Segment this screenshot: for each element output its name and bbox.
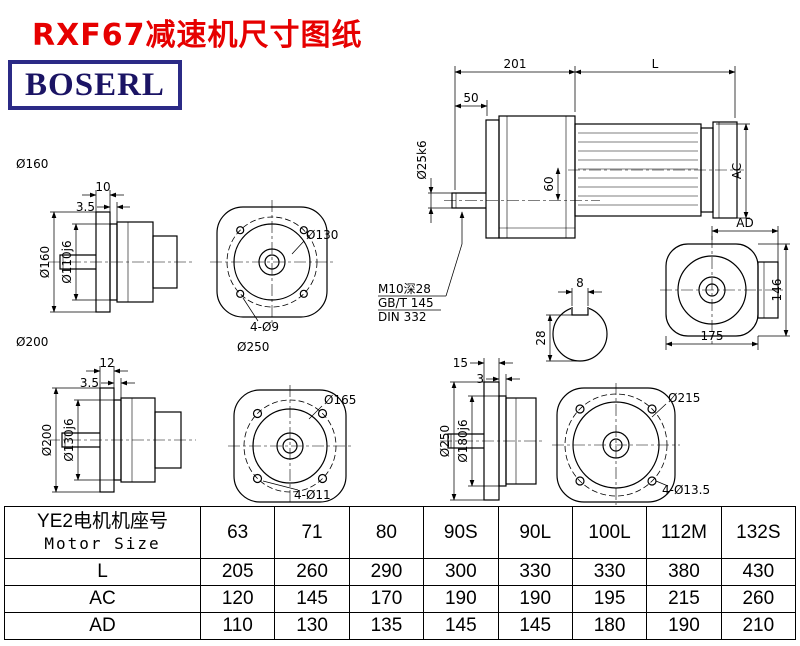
cell-AC-6: 215	[646, 585, 722, 613]
cell-AD-3: 145	[423, 612, 499, 640]
main-assembly-view: 201 L 50 Ø25k6 60 AC	[415, 57, 750, 239]
table-row-AD: AD 110 130 135 145 145 180 190 210	[4, 612, 797, 640]
dim-175-label: 175	[701, 329, 724, 343]
cell-AC-2: 170	[348, 585, 425, 613]
motor-size-header: YE2电机机座号 Motor Size	[4, 506, 201, 559]
cell-AD-4: 145	[497, 612, 573, 640]
flange250-label: Ø250	[237, 340, 269, 354]
cell-AD-0: 110	[199, 612, 276, 640]
flange160-od-label: Ø160	[38, 246, 52, 278]
cell-AD-5: 180	[571, 612, 648, 640]
cell-L-6: 380	[646, 558, 722, 586]
cell-L-5: 330	[571, 558, 648, 586]
flange160-thickness-label: 10	[95, 180, 110, 194]
motor-size-90L: 90L	[497, 506, 573, 559]
flange200-group: Ø200 12 3.5 Ø200 Ø130j6	[16, 335, 356, 505]
boserl-logo: BOSERL	[8, 60, 182, 110]
dim-201-label: 201	[504, 57, 527, 71]
cell-AD-2: 135	[348, 612, 425, 640]
rear-view: AD 146 175	[660, 216, 790, 350]
cell-AC-3: 190	[423, 585, 499, 613]
cell-AD-1: 130	[274, 612, 350, 640]
motor-size-132S: 132S	[720, 506, 797, 559]
cell-L-1: 260	[274, 558, 350, 586]
dim-60-label: 60	[542, 176, 556, 191]
cell-AC-5: 195	[571, 585, 648, 613]
motor-size-63: 63	[199, 506, 276, 559]
motor-size-71: 71	[274, 506, 350, 559]
dim-AC-label: AC	[730, 163, 744, 179]
motor-size-100L: 100L	[571, 506, 648, 559]
row-label-AC: AC	[4, 585, 201, 613]
flange160-group: Ø160 10 3.5 Ø160 Ø110j6	[16, 157, 338, 334]
flange250-thickness-label: 15	[453, 356, 468, 370]
table-row-AC: AC 120 145 170 190 190 195 215 260	[4, 585, 797, 613]
tap-note-line3: DIN 332	[378, 310, 426, 324]
keyway-width-label: 8	[576, 276, 584, 290]
cell-AD-7: 210	[720, 612, 797, 640]
dim-L-label: L	[652, 57, 659, 71]
flange200-spigot-label: Ø130j6	[62, 418, 76, 461]
table-header-row: YE2电机机座号 Motor Size 63 71 80 90S 90L 100…	[4, 506, 797, 559]
dimension-drawing: 201 L 50 Ø25k6 60 AC M10深28 GB/T 145 DIN…	[16, 57, 790, 505]
flange160-boltcircle-label: Ø130	[306, 228, 338, 242]
cell-AC-1: 145	[274, 585, 350, 613]
cell-AC-4: 190	[497, 585, 573, 613]
dimension-table: YE2电机机座号 Motor Size 63 71 80 90S 90L 100…	[4, 506, 797, 640]
motor-size-80: 80	[348, 506, 425, 559]
flange250-group: Ø250 15 3 Ø250 Ø180j6	[237, 340, 710, 505]
flange200-holes-label: 4-Ø11	[294, 488, 331, 502]
flange200-step-label: 3.5	[80, 376, 99, 390]
cell-L-0: 205	[199, 558, 276, 586]
cell-AC-0: 120	[199, 585, 276, 613]
dim-146-label: 146	[770, 279, 784, 302]
cell-L-3: 300	[423, 558, 499, 586]
logo-text: BOSERL	[25, 66, 165, 103]
cell-L-4: 330	[497, 558, 573, 586]
flange200-thickness-label: 12	[99, 356, 114, 370]
flange250-step-label: 3	[476, 372, 484, 386]
cell-L-7: 430	[720, 558, 797, 586]
motor-size-90S: 90S	[423, 506, 499, 559]
dim-AD-label: AD	[736, 216, 753, 230]
tap-note-line1: M10深28	[378, 282, 431, 296]
dim-shaft-dia-label: Ø25k6	[415, 140, 429, 179]
cell-L-2: 290	[348, 558, 425, 586]
dim-50-label: 50	[463, 91, 478, 105]
flange250-boltcircle-label: Ø215	[668, 391, 700, 405]
cell-AD-6: 190	[646, 612, 722, 640]
motor-size-header-en: Motor Size	[44, 534, 161, 554]
keyway-depth-label: 28	[534, 330, 548, 345]
tap-note-line2: GB/T 145	[378, 296, 434, 310]
flange250-spigot-label: Ø180j6	[456, 419, 470, 462]
row-label-AD: AD	[4, 612, 201, 640]
motor-size-header-cn: YE2电机机座号	[37, 510, 168, 532]
flange250-holes-label: 4-Ø13.5	[662, 483, 710, 497]
flange160-step-label: 3.5	[76, 200, 95, 214]
flange160-holes-label: 4-Ø9	[250, 320, 279, 334]
cell-AC-7: 260	[720, 585, 797, 613]
flange200-label: Ø200	[16, 335, 48, 349]
row-label-L: L	[4, 558, 201, 586]
flange200-od-label: Ø200	[40, 424, 54, 456]
keyway-detail: 8 28	[534, 276, 608, 362]
motor-size-112M: 112M	[646, 506, 722, 559]
flange160-label: Ø160	[16, 157, 48, 171]
table-row-L: L 205 260 290 300 330 330 380 430	[4, 558, 797, 586]
tap-hole-note: M10深28 GB/T 145 DIN 332	[378, 211, 465, 324]
page-title: RXF67减速机尺寸图纸	[32, 18, 363, 53]
flange250-od-label: Ø250	[438, 425, 452, 457]
flange200-boltcircle-label: Ø165	[324, 393, 356, 407]
flange160-spigot-label: Ø110j6	[60, 240, 74, 283]
